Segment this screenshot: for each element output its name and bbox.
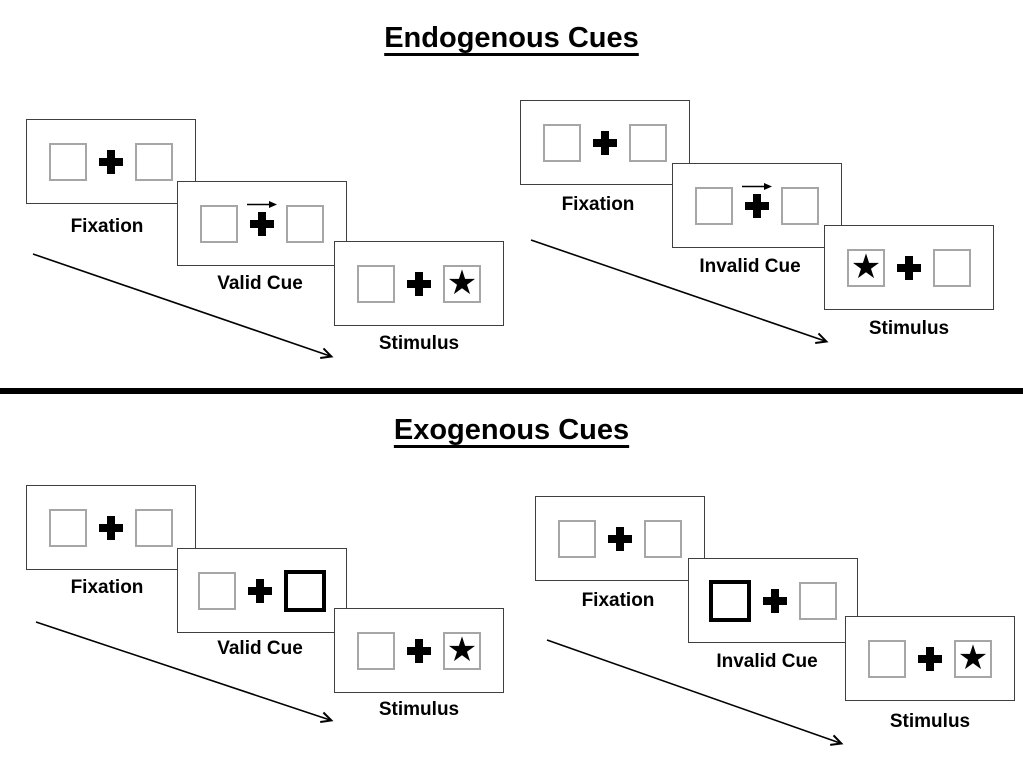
fixation-cross-icon <box>99 149 123 174</box>
step-label: Invalid Cue <box>716 651 818 672</box>
right-box <box>933 248 971 287</box>
cue-highlight-box <box>284 569 326 612</box>
left-box <box>357 631 395 670</box>
section-title-exogenous: Exogenous Cues <box>393 414 630 446</box>
exogenous-invalid-cue-screen <box>688 558 858 643</box>
timeline-arrow-icon <box>32 253 334 359</box>
fixation-cross-icon <box>407 638 431 663</box>
exogenous-invalid-stimulus-screen: ★ <box>845 616 1015 701</box>
fixation-cross-icon <box>897 255 921 280</box>
left-box <box>49 508 87 547</box>
exogenous-invalid-fixation-screen <box>535 496 705 581</box>
fixation-cross-icon <box>593 130 617 155</box>
endogenous-valid-cue-screen <box>177 181 347 266</box>
exogenous-valid-cue-screen <box>177 548 347 633</box>
step-label: Stimulus <box>378 333 460 354</box>
fixation-cross-icon <box>745 193 769 218</box>
step-label: Invalid Cue <box>699 256 801 277</box>
left-box: ★ <box>847 247 885 287</box>
fixation-cross-icon <box>608 526 632 551</box>
cue-arrow-icon <box>742 183 772 190</box>
left-box <box>198 571 236 610</box>
timeline-arrow-icon <box>35 621 334 724</box>
left-box <box>357 264 395 303</box>
star-stimulus-icon: ★ <box>446 263 478 302</box>
endogenous-valid-fixation-screen <box>26 119 196 204</box>
right-box: ★ <box>443 263 481 303</box>
step-label: Valid Cue <box>217 273 303 294</box>
endogenous-invalid-stimulus-screen: ★ <box>824 225 994 310</box>
star-stimulus-icon: ★ <box>957 638 989 677</box>
star-stimulus-icon: ★ <box>446 630 478 669</box>
step-label: Fixation <box>561 194 635 215</box>
right-box <box>286 204 324 243</box>
step-label: Stimulus <box>378 699 460 720</box>
timeline-arrow-icon <box>530 239 829 344</box>
cue-highlight-box <box>709 579 751 622</box>
cue-arrow-icon <box>247 201 277 208</box>
right-box <box>644 519 682 558</box>
left-box <box>558 519 596 558</box>
section-title-endogenous: Endogenous Cues <box>384 22 639 54</box>
fixation-cross-icon <box>250 211 274 236</box>
endogenous-invalid-fixation-screen <box>520 100 690 185</box>
right-box <box>781 186 819 225</box>
right-box <box>799 581 837 620</box>
right-box <box>135 508 173 547</box>
step-label: Fixation <box>70 216 144 237</box>
step-label: Fixation <box>581 590 655 611</box>
step-label: Valid Cue <box>217 638 303 659</box>
step-label: Stimulus <box>889 711 971 732</box>
timeline-arrow-icon <box>546 639 844 746</box>
right-box: ★ <box>954 638 992 678</box>
right-box <box>135 142 173 181</box>
exogenous-valid-fixation-screen <box>26 485 196 570</box>
endogenous-valid-stimulus-screen: ★ <box>334 241 504 326</box>
fixation-cross-icon <box>918 646 942 671</box>
star-stimulus-icon: ★ <box>850 247 882 286</box>
section-divider <box>0 388 1023 394</box>
step-label: Stimulus <box>868 318 950 339</box>
left-box <box>49 142 87 181</box>
exogenous-valid-stimulus-screen: ★ <box>334 608 504 693</box>
right-box <box>629 123 667 162</box>
fixation-cross-icon <box>248 578 272 603</box>
endogenous-invalid-cue-screen <box>672 163 842 248</box>
fixation-cross-icon <box>763 588 787 613</box>
left-box <box>543 123 581 162</box>
fixation-cross-icon <box>407 271 431 296</box>
fixation-cross-icon <box>99 515 123 540</box>
left-box <box>695 186 733 225</box>
right-box: ★ <box>443 630 481 670</box>
left-box <box>868 639 906 678</box>
step-label: Fixation <box>70 577 144 598</box>
left-box <box>200 204 238 243</box>
